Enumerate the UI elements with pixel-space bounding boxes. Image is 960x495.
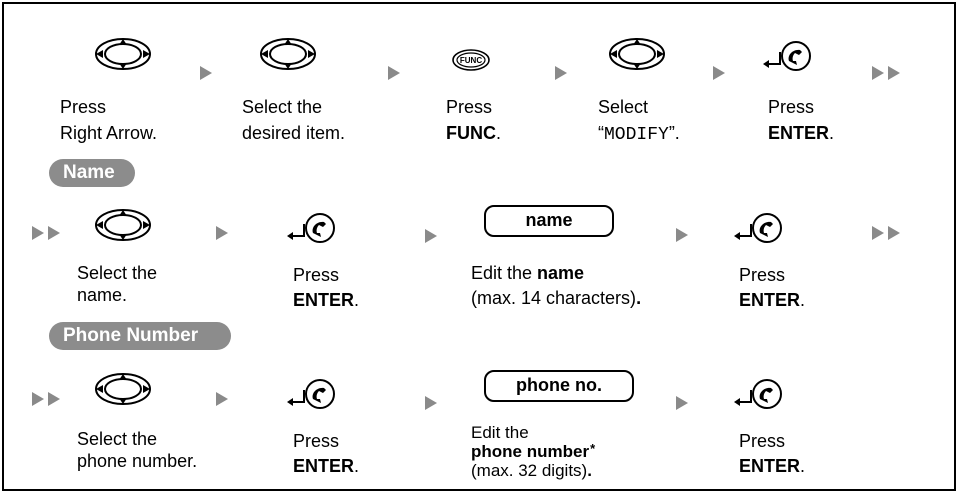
enter-key-icon	[733, 379, 782, 409]
step-text: ENTER.	[293, 456, 360, 476]
continue-arrow-icon	[872, 226, 884, 240]
step-text: Select the	[77, 263, 158, 283]
next-step-arrow-icon	[216, 392, 228, 406]
step-text: Press	[739, 265, 786, 285]
phone-number-section-label: Phone Number	[49, 322, 231, 350]
next-step-arrow-icon	[425, 229, 437, 243]
step-text: Press	[446, 97, 493, 117]
next-step-arrow-icon	[200, 66, 212, 80]
next-step-arrow-icon	[676, 396, 688, 410]
step-text: (max. 32 digits).	[471, 461, 592, 480]
lcd-display-phone-number: phone no.	[484, 370, 634, 402]
step-text: ENTER.	[768, 123, 835, 143]
enter-key-icon	[733, 213, 782, 243]
navigator-key-icon	[95, 38, 151, 70]
continue-arrow-icon	[32, 392, 44, 406]
continue-arrow-icon	[872, 66, 884, 80]
continue-arrow-icon	[888, 226, 900, 240]
step-text: ENTER.	[293, 290, 360, 310]
next-step-arrow-icon	[388, 66, 400, 80]
name-section-label: Name	[49, 159, 135, 187]
lcd-display-name: name	[484, 205, 614, 237]
func-button-label: FUNC	[460, 56, 482, 65]
continue-arrow-icon	[48, 392, 60, 406]
step-text: ENTER.	[739, 456, 806, 476]
step-text: Select the	[242, 97, 323, 117]
navigator-key-icon	[260, 38, 316, 70]
continue-arrow-icon	[48, 226, 60, 240]
step-text: desired item.	[242, 123, 346, 143]
func-button-icon: FUNC	[452, 49, 490, 71]
step-text: Edit the name	[471, 263, 585, 283]
step-text: name.	[77, 285, 128, 305]
next-step-arrow-icon	[216, 226, 228, 240]
next-step-arrow-icon	[555, 66, 567, 80]
step-text: Select the	[77, 429, 158, 449]
step-text: FUNC.	[446, 123, 502, 143]
next-step-arrow-icon	[713, 66, 725, 80]
step-text: Edit the	[471, 423, 529, 442]
continue-arrow-icon	[888, 66, 900, 80]
step-text: Press	[293, 431, 340, 451]
step-text: ENTER.	[739, 290, 806, 310]
step-text: Press	[739, 431, 786, 451]
navigator-key-icon	[95, 209, 151, 241]
navigator-key-icon	[609, 38, 665, 70]
enter-key-icon	[762, 41, 811, 71]
navigator-key-icon	[95, 373, 151, 405]
enter-key-icon	[286, 379, 335, 409]
step-text: “MODIFY”.	[598, 123, 680, 145]
enter-key-icon	[286, 213, 335, 243]
step-text: phone number*	[471, 441, 596, 461]
next-step-arrow-icon	[676, 228, 688, 242]
continue-arrow-icon	[32, 226, 44, 240]
step-text: Press	[60, 97, 107, 117]
next-step-arrow-icon	[425, 396, 437, 410]
step-text: Press	[768, 97, 815, 117]
step-text: Select	[598, 97, 649, 117]
step-text: Press	[293, 265, 340, 285]
step-text: Right Arrow.	[60, 123, 158, 143]
step-text: phone number.	[77, 451, 198, 471]
step-text: (max. 14 characters).	[471, 288, 642, 308]
